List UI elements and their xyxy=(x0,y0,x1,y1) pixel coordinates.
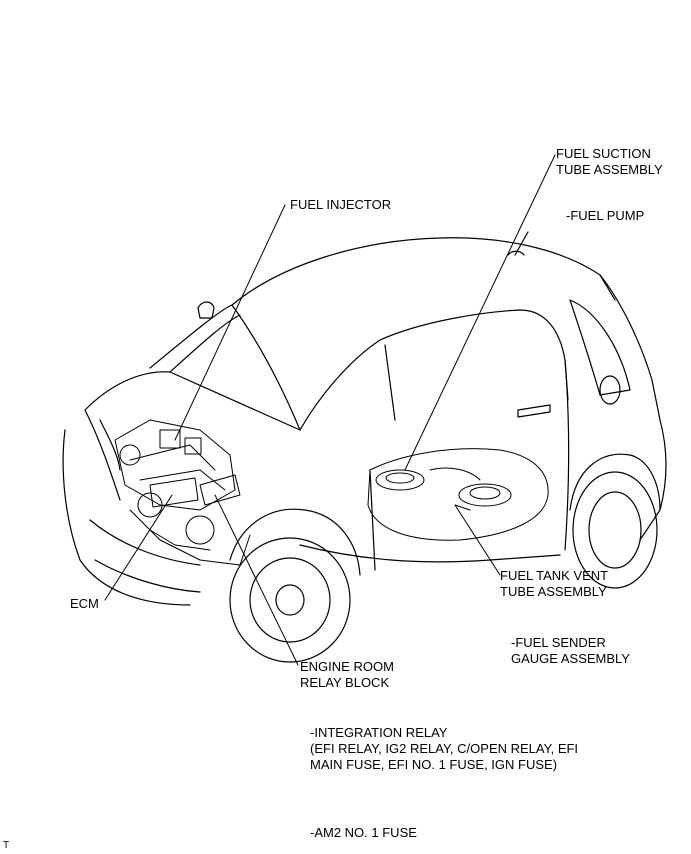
leader-fuel-tank-vent xyxy=(454,504,501,576)
label-fuel-injector: FUEL INJECTOR xyxy=(290,197,391,213)
engine-room-line1: ENGINE ROOM xyxy=(300,659,394,674)
fuel-pump-text: -FUEL PUMP xyxy=(566,208,645,223)
front-wheel xyxy=(229,508,361,663)
integration-line3: MAIN FUSE, EFI NO. 1 FUSE, IGN FUSE) xyxy=(310,757,558,772)
leader-lines xyxy=(104,154,556,666)
rear-wheel xyxy=(569,453,661,589)
fuel-suction-line2: TUBE ASSEMBLY xyxy=(556,162,663,177)
engine-assembly xyxy=(114,419,251,566)
label-fuel-pump: -FUEL PUMP xyxy=(566,208,644,224)
ecm-text: ECM xyxy=(70,596,99,611)
car-body xyxy=(62,231,667,606)
fuel-injector-text: FUEL INJECTOR xyxy=(290,197,392,212)
am2-text: -AM2 NO. 1 FUSE xyxy=(310,825,417,840)
leader-fuel-suction xyxy=(404,154,556,471)
label-engine-room-relay-block: ENGINE ROOM RELAY BLOCK xyxy=(300,659,394,691)
fuel-tank-vent-line2: TUBE ASSEMBLY xyxy=(500,584,607,599)
integration-line1: -INTEGRATION RELAY xyxy=(310,725,448,740)
fuel-sender-line1: -FUEL SENDER xyxy=(511,635,606,650)
fuel-tank xyxy=(367,448,549,541)
label-integration-relay: -INTEGRATION RELAY (EFI RELAY, IG2 RELAY… xyxy=(310,725,578,773)
engine-room-line2: RELAY BLOCK xyxy=(300,675,390,690)
label-fuel-sender: -FUEL SENDER GAUGE ASSEMBLY xyxy=(511,635,630,667)
label-fuel-suction-tube: FUEL SUCTION TUBE ASSEMBLY xyxy=(556,146,663,178)
leader-ecm xyxy=(104,494,173,601)
fuel-tank-vent-line1: FUEL TANK VENT xyxy=(500,568,609,583)
fuel-suction-line1: FUEL SUCTION xyxy=(556,146,651,161)
leader-fuel-injector xyxy=(174,204,286,441)
corner-mark-text: T xyxy=(3,840,10,851)
label-am2-fuse: -AM2 NO. 1 FUSE xyxy=(310,825,417,841)
fuel-sender-line2: GAUGE ASSEMBLY xyxy=(511,651,630,666)
corner-mark: T xyxy=(3,840,9,852)
label-ecm: ECM xyxy=(70,596,99,612)
leader-engine-room xyxy=(214,494,299,666)
integration-line2: (EFI RELAY, IG2 RELAY, C/OPEN RELAY, EFI xyxy=(310,741,579,756)
label-fuel-tank-vent: FUEL TANK VENT TUBE ASSEMBLY xyxy=(500,568,608,600)
